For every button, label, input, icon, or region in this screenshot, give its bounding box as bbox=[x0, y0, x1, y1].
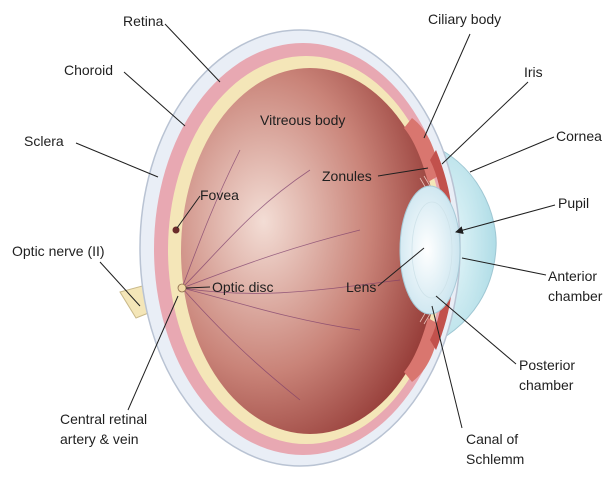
leader-optic-nerve bbox=[100, 262, 140, 306]
label-central-retinal-2: artery & vein bbox=[60, 431, 139, 447]
label-canal-schlemm-2: Schlemm bbox=[466, 451, 524, 467]
label-zonules: Zonules bbox=[322, 168, 372, 184]
leader-retina bbox=[165, 24, 220, 82]
label-retina: Retina bbox=[123, 13, 164, 29]
label-anterior-chamber-1: Anterior bbox=[548, 268, 597, 284]
label-vitreous-body: Vitreous body bbox=[260, 112, 345, 128]
lens-shape bbox=[400, 186, 460, 314]
label-lens: Lens bbox=[346, 279, 376, 295]
label-canal-schlemm-1: Canal of bbox=[466, 431, 518, 447]
fovea-spot bbox=[173, 227, 180, 234]
label-ciliary-body: Ciliary body bbox=[428, 11, 501, 27]
label-pupil: Pupil bbox=[558, 195, 589, 211]
leader-iris bbox=[442, 82, 528, 164]
label-posterior-chamber-1: Posterior bbox=[519, 357, 575, 373]
label-cornea: Cornea bbox=[556, 128, 602, 144]
leader-cornea bbox=[470, 137, 554, 172]
label-choroid: Choroid bbox=[64, 62, 113, 78]
label-posterior-chamber-2: chamber bbox=[519, 377, 574, 393]
leader-ciliary-body bbox=[424, 34, 470, 138]
leader-sclera bbox=[76, 143, 158, 177]
label-sclera: Sclera bbox=[24, 133, 64, 149]
leader-choroid bbox=[124, 72, 185, 126]
label-iris: Iris bbox=[524, 64, 543, 80]
label-central-retinal-1: Central retinal bbox=[60, 411, 147, 427]
label-optic-disc: Optic disc bbox=[212, 279, 273, 295]
label-fovea: Fovea bbox=[200, 187, 239, 203]
label-anterior-chamber-2: chamber bbox=[548, 288, 603, 304]
label-optic-nerve: Optic nerve (II) bbox=[12, 243, 105, 259]
optic-disc-spot bbox=[178, 284, 186, 292]
